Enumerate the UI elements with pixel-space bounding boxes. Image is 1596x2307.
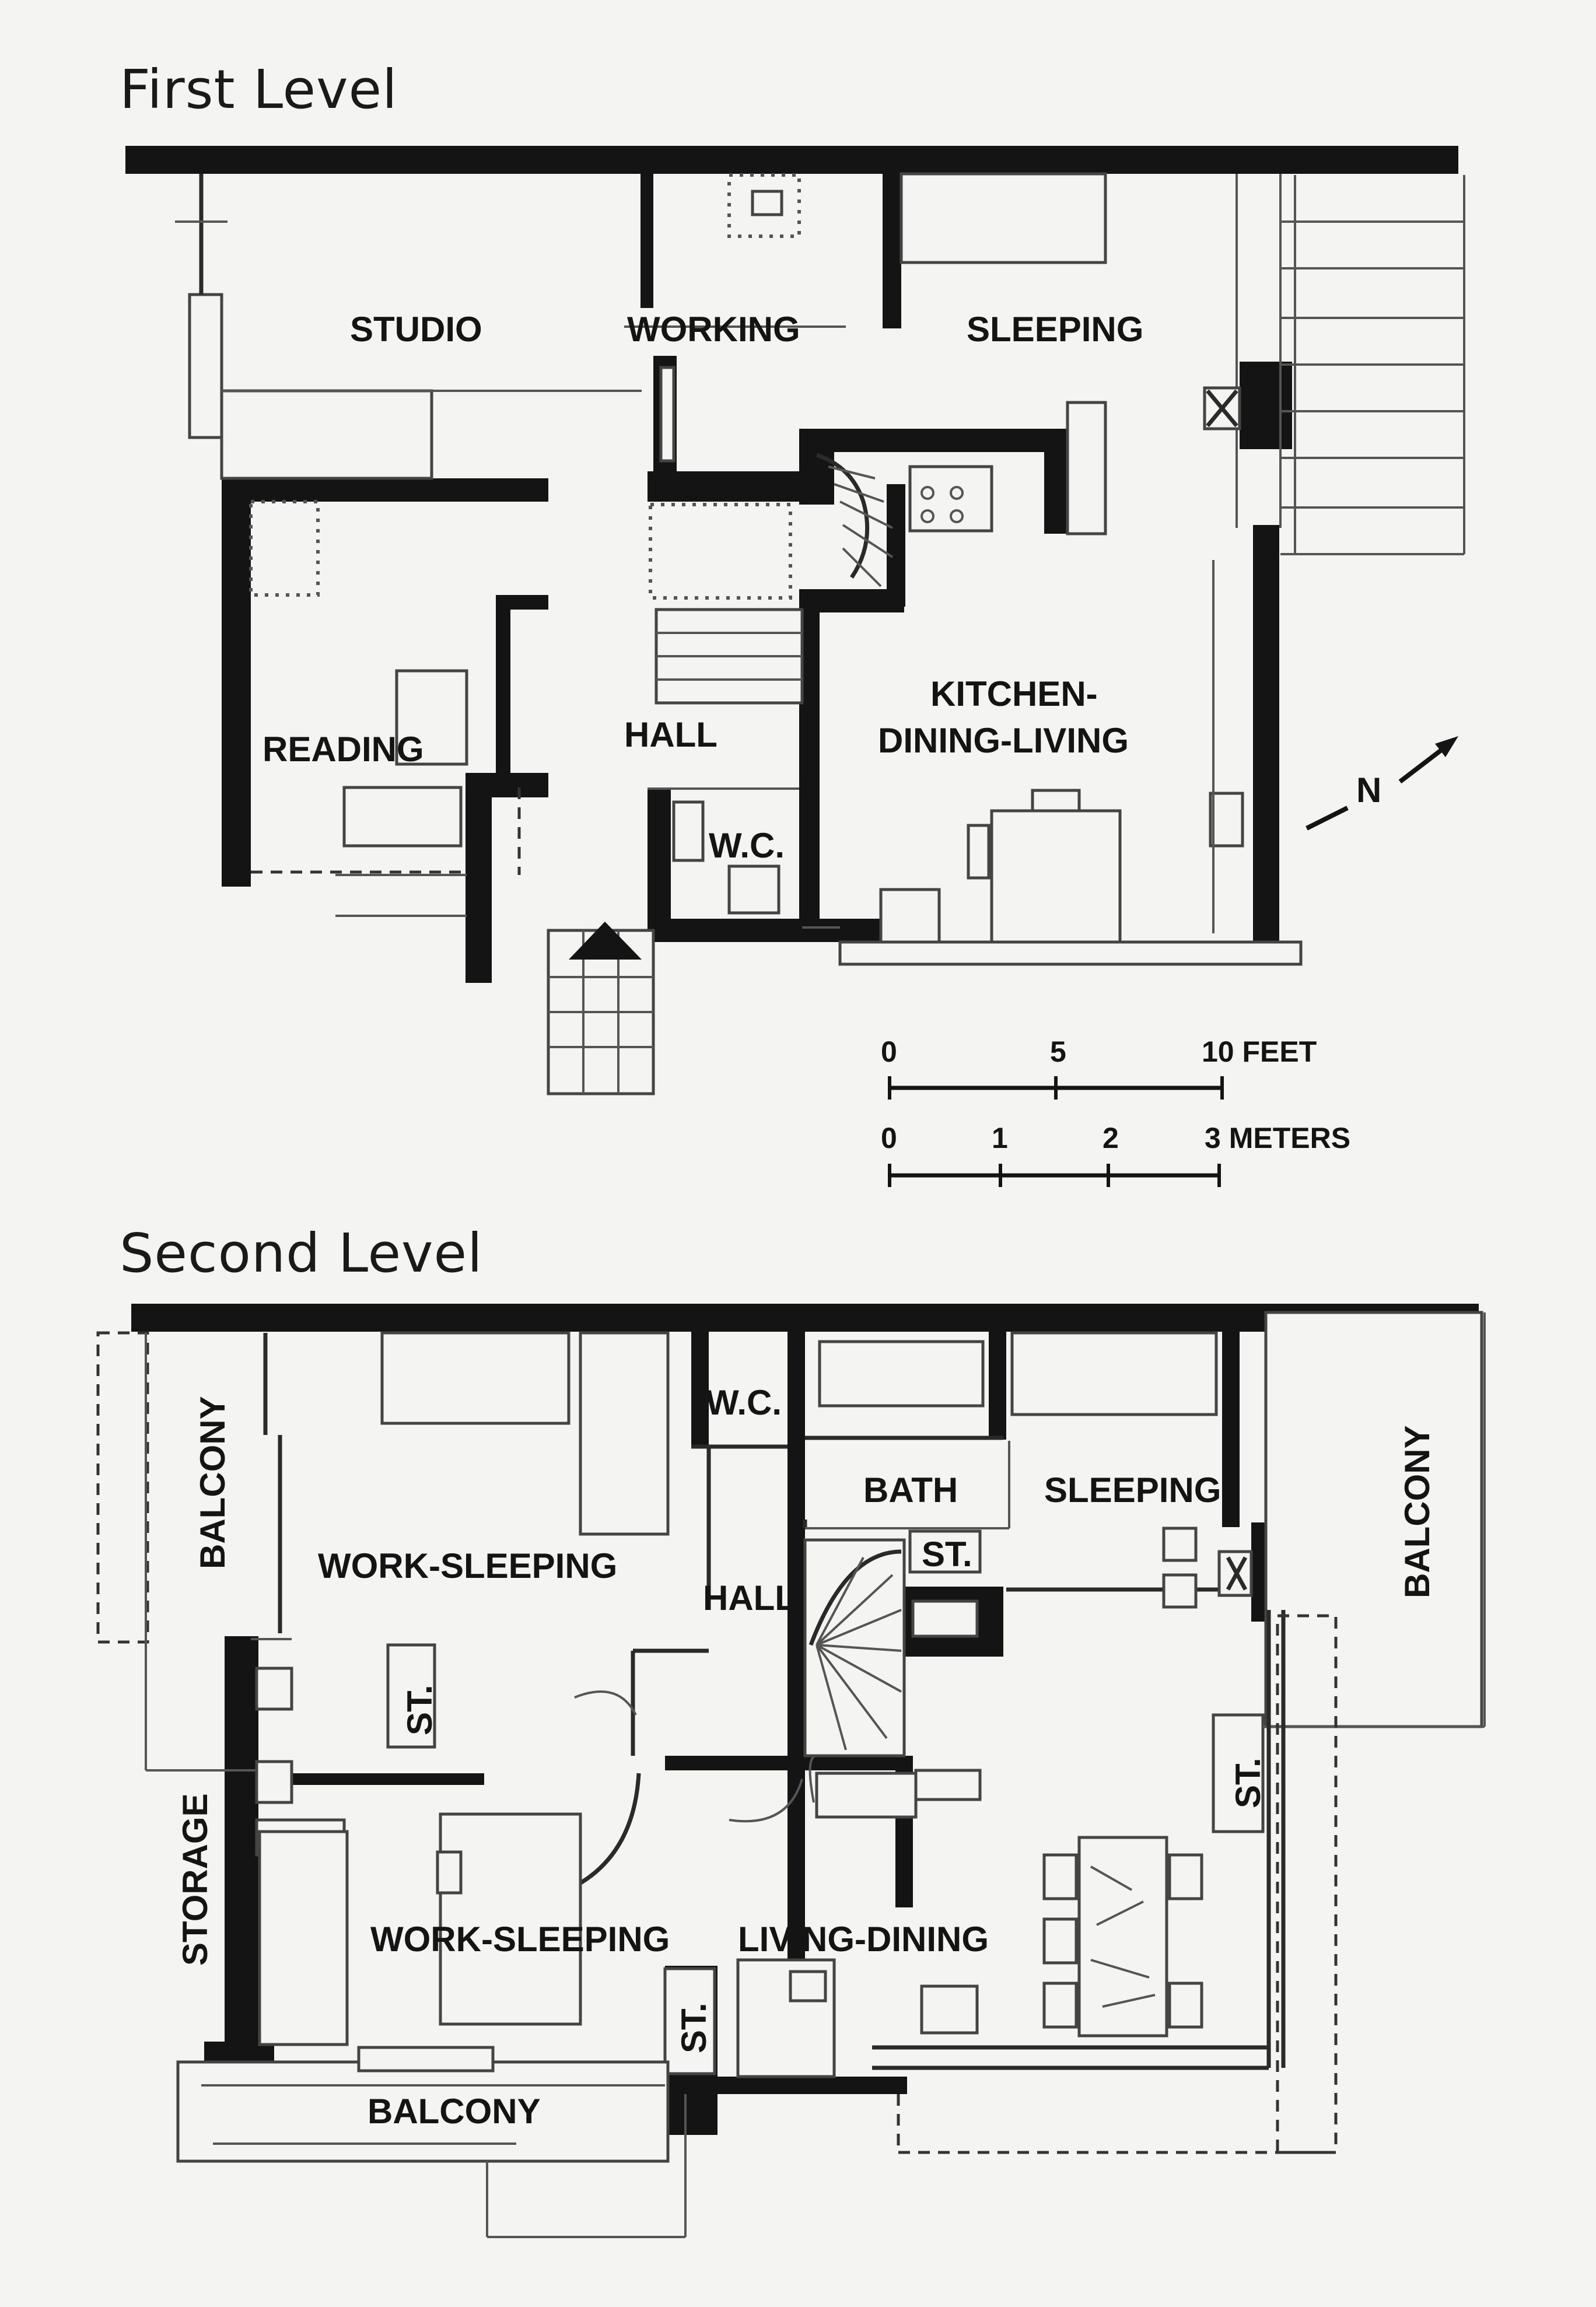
room-label-wc-second: W.C.: [706, 1383, 782, 1422]
scale-meters-tick-2: 2: [1102, 1122, 1119, 1154]
room-label-work-sleeping-upper: WORK-SLEEPING: [318, 1546, 617, 1585]
room-label-work-sleeping-lower: WORK-SLEEPING: [370, 1920, 670, 1959]
room-label-storage-st-3: ST.: [1228, 1758, 1268, 1808]
room-label-storage: STORAGE: [176, 1793, 215, 1966]
second-level-fixtures: [96, 1311, 1486, 2238]
second-level-title: Second Level: [120, 1222, 483, 1284]
room-label-dining-living: DINING-LIVING: [878, 721, 1129, 760]
room-label-studio: STUDIO: [350, 310, 482, 349]
room-label-working: WORKING: [627, 310, 800, 349]
second-level-room-labels: BALCONY WORK-SLEEPING W.C. BATH SLEEPING…: [176, 1383, 1437, 2131]
room-label-storage-st-1: ST.: [400, 1685, 439, 1735]
first-level-fixtures: [175, 172, 1465, 1095]
room-label-hall-second: HALL: [703, 1578, 796, 1618]
room-label-wc: W.C.: [709, 826, 785, 865]
room-label-balcony-bottom: BALCONY: [368, 2092, 541, 2131]
scale-meters-tick-3: 3 METERS: [1205, 1122, 1350, 1154]
first-level-title: First Level: [120, 58, 398, 121]
room-label-storage-st-4: ST.: [674, 2003, 713, 2053]
room-label-reading: READING: [262, 730, 424, 769]
room-label-balcony-right: BALCONY: [1398, 1425, 1437, 1598]
scale-feet-tick-0: 0: [881, 1035, 897, 1068]
room-label-kitchen: KITCHEN-: [930, 674, 1098, 713]
room-label-hall: HALL: [624, 715, 718, 754]
second-level-plan: BALCONY WORK-SLEEPING W.C. BATH SLEEPING…: [96, 1304, 1486, 2238]
scale-feet-tick-5: 5: [1050, 1035, 1066, 1068]
scale-bar-feet: 0 5 10 FEET: [881, 1035, 1317, 1100]
room-label-storage-st-2: ST.: [922, 1535, 972, 1574]
scale-feet-tick-10: 10 FEET: [1202, 1035, 1317, 1068]
room-label-balcony-left: BALCONY: [193, 1396, 232, 1569]
first-level-plan: STUDIO WORKING SLEEPING READING HALL KIT…: [125, 146, 1465, 1095]
room-label-living-dining: LIVING-DINING: [738, 1920, 989, 1959]
scale-meters-tick-0: 0: [881, 1122, 897, 1154]
north-label: N: [1356, 771, 1381, 810]
scale-meters-tick-1: 1: [992, 1122, 1008, 1154]
north-arrow: N: [1306, 736, 1458, 831]
room-label-sleeping-second: SLEEPING: [1044, 1471, 1221, 1510]
room-label-bath: BATH: [863, 1471, 958, 1510]
scale-bars: 0 5 10 FEET 0 1 2 3 METERS: [881, 1035, 1350, 1187]
room-label-sleeping: SLEEPING: [967, 310, 1143, 349]
first-level-room-labels: STUDIO WORKING SLEEPING READING HALL KIT…: [262, 310, 1143, 865]
scale-bar-meters: 0 1 2 3 METERS: [881, 1122, 1350, 1187]
